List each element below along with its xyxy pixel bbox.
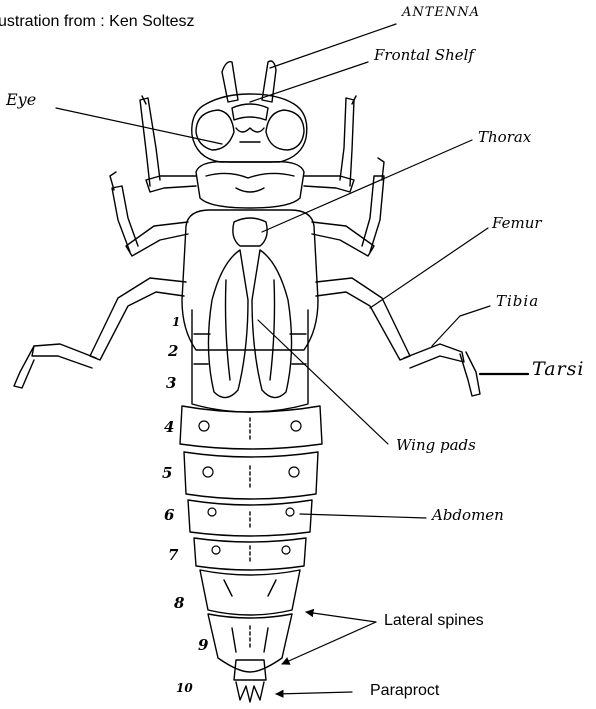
segment-number: 2 [168,344,178,359]
segment-number: 1 [172,316,180,328]
wing-pads-label: Wing pads [396,438,476,453]
frontal-shelf-label: Frontal Shelf [374,48,474,63]
segment-number: 9 [198,638,208,653]
prothorax-shape [196,162,304,208]
terminal-segment-shapes [200,570,300,672]
leader-lines [56,24,528,694]
lateral-spines-label: Lateral spines [384,613,484,629]
segment-number: 6 [164,508,174,523]
wing-pad-shapes [208,250,291,398]
tibia-label: Tibia [496,294,539,309]
paraproct-label: Paraproct [370,683,439,699]
segment-number: 4 [164,420,174,435]
tarsi-label: Tarsi [532,360,584,379]
segment-number: 5 [162,466,172,481]
segment-number: 7 [168,548,178,563]
segment-ten-shape [234,660,266,702]
eye-label: Eye [6,92,36,108]
femur-label: Femur [492,216,542,231]
segment-number: 3 [166,376,176,391]
thorax-label: Thorax [478,130,531,145]
segment-number: 10 [176,682,193,694]
head-shape [192,94,307,162]
credit-text: ustration from : Ken Soltesz [0,14,195,30]
antenna-label: ANTENNA [402,6,480,19]
abdomen-label: Abdomen [432,508,504,523]
segment-number: 8 [174,596,184,611]
thorax-shape [182,210,318,350]
right-legs [304,96,480,396]
